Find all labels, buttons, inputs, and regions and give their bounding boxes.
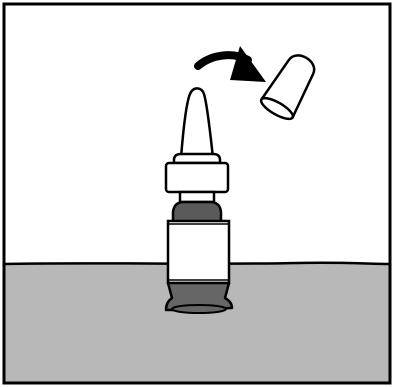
instruction-illustration bbox=[0, 0, 394, 387]
illustration-frame bbox=[0, 0, 394, 387]
